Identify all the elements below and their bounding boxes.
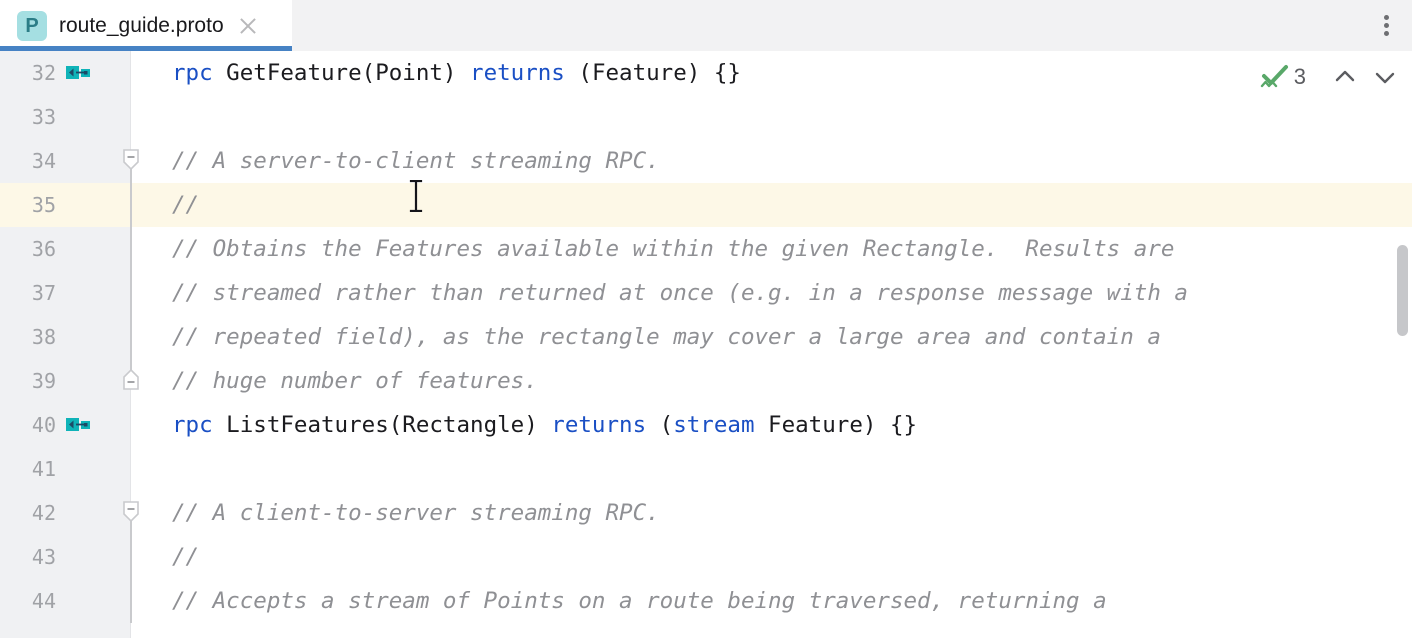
line-number: 34 xyxy=(31,149,56,173)
comment-token: // Accepts a stream of Points on a route… xyxy=(172,588,1107,614)
implemented-method-icon[interactable] xyxy=(66,64,90,82)
code-line-41[interactable]: 41 xyxy=(0,447,1412,491)
line-number: 43 xyxy=(31,545,56,569)
fold-connector xyxy=(130,159,132,183)
fold-connector xyxy=(130,315,132,359)
keyword-token: rpc xyxy=(172,60,213,86)
editor-tab-route-guide-proto[interactable]: P route_guide.proto xyxy=(0,0,292,51)
comment-token: // xyxy=(172,544,200,570)
comment-token: // A server-to-client streaming RPC. xyxy=(172,148,660,174)
editor-tab-bar: P route_guide.proto xyxy=(0,0,1412,51)
inspection-widget[interactable]: 3 xyxy=(1259,60,1402,94)
code-text[interactable]: // A server-to-client streaming RPC. xyxy=(172,139,660,183)
line-number: 38 xyxy=(31,325,56,349)
code-text[interactable]: // repeated field), as the rectangle may… xyxy=(172,315,1161,359)
comment-token: // repeated field), as the rectangle may… xyxy=(172,324,1161,350)
code-fold-column[interactable] xyxy=(120,359,142,403)
code-fold-column[interactable] xyxy=(120,139,142,183)
comment-token: // Obtains the Features available within… xyxy=(172,236,1175,262)
code-token: Feature) {} xyxy=(754,412,918,438)
line-number: 44 xyxy=(31,589,56,613)
line-number: 32 xyxy=(31,61,56,85)
tab-title: route_guide.proto xyxy=(59,13,224,37)
code-fold-column[interactable] xyxy=(120,227,142,271)
dot-3 xyxy=(1384,31,1389,36)
code-line-32[interactable]: 32 rpc GetFeature(Point) returns (Feature… xyxy=(0,51,1412,95)
problem-count: 3 xyxy=(1293,64,1306,89)
code-text[interactable]: // huge number of features. xyxy=(172,359,538,403)
code-line-37[interactable]: 37 // streamed rather than returned at on… xyxy=(0,271,1412,315)
fold-connector xyxy=(130,535,132,579)
code-text[interactable]: // streamed rather than returned at once… xyxy=(172,271,1188,315)
code-line-36[interactable]: 36 // Obtains the Features available with… xyxy=(0,227,1412,271)
fold-connector xyxy=(130,183,132,227)
comment-token: // A client-to-server streaming RPC. xyxy=(172,500,660,526)
code-token: GetFeature(Point) xyxy=(212,60,471,86)
code-text[interactable]: // Obtains the Features available within… xyxy=(172,227,1174,271)
comment-token: // xyxy=(172,192,200,218)
chevron-down-icon[interactable] xyxy=(1368,60,1402,94)
code-line-38[interactable]: 38 // repeated field), as the rectangle m… xyxy=(0,315,1412,359)
code-fold-column[interactable] xyxy=(120,535,142,579)
implemented-method-icon[interactable] xyxy=(66,416,90,434)
code-line-40[interactable]: 40 rpc ListFeatures(Rectangle) returns (s… xyxy=(0,403,1412,447)
editor-scrollbar[interactable] xyxy=(1397,51,1412,638)
line-number: 41 xyxy=(31,457,56,481)
code-token: ( xyxy=(646,412,674,438)
keyword-token: returns xyxy=(551,412,647,438)
code-fold-column[interactable] xyxy=(120,579,142,623)
line-number: 36 xyxy=(31,237,56,261)
code-token: ListFeatures(Rectangle) xyxy=(212,412,552,438)
code-fold-column[interactable] xyxy=(120,491,142,535)
line-number: 42 xyxy=(31,501,56,525)
code-line-34[interactable]: 34 // A server-to-client streaming RPC. xyxy=(0,139,1412,183)
code-token: (Feature) {} xyxy=(564,60,741,86)
code-line-35[interactable]: 35 // xyxy=(0,183,1412,227)
code-line-42[interactable]: 42 // A client-to-server streaming RPC. xyxy=(0,491,1412,535)
code-text[interactable]: rpc ListFeatures(Rectangle) returns (str… xyxy=(172,403,917,447)
line-number: 33 xyxy=(31,105,56,129)
scrollbar-thumb[interactable] xyxy=(1397,245,1408,336)
line-number: 39 xyxy=(31,369,56,393)
code-line-39[interactable]: 39 // huge number of features. xyxy=(0,359,1412,403)
line-number: 40 xyxy=(31,413,56,437)
more-options-icon[interactable] xyxy=(1371,10,1401,40)
fold-connector xyxy=(130,511,132,535)
keyword-token: returns xyxy=(470,60,565,86)
line-number: 37 xyxy=(31,281,56,305)
code-line-44[interactable]: 44 // Accepts a stream of Points on a rou… xyxy=(0,579,1412,623)
code-text[interactable]: rpc GetFeature(Point) returns (Feature) … xyxy=(172,51,741,95)
comment-token: // huge number of features. xyxy=(172,368,538,394)
line-number: 35 xyxy=(31,193,56,217)
code-line-43[interactable]: 43 // xyxy=(0,535,1412,579)
keyword-token: rpc xyxy=(172,412,213,438)
comment-token: // streamed rather than returned at once… xyxy=(172,280,1188,306)
fold-connector xyxy=(130,271,132,315)
code-text[interactable]: // xyxy=(172,183,199,227)
code-fold-column[interactable] xyxy=(120,315,142,359)
code-text[interactable]: // A client-to-server streaming RPC. xyxy=(172,491,660,535)
keyword-token: stream xyxy=(673,412,755,438)
chevron-up-icon[interactable] xyxy=(1328,60,1362,94)
fold-connector xyxy=(130,579,132,623)
proto-file-icon: P xyxy=(17,10,47,41)
tab-active-underline xyxy=(0,46,292,51)
code-fold-column[interactable] xyxy=(120,271,142,315)
dot-2 xyxy=(1384,23,1389,28)
editor-gutter xyxy=(0,51,131,638)
dot-1 xyxy=(1384,15,1389,20)
current-line-highlight xyxy=(0,183,1412,227)
code-fold-column[interactable] xyxy=(120,183,142,227)
fold-connector xyxy=(130,359,132,373)
code-text[interactable]: // Accepts a stream of Points on a route… xyxy=(172,579,1107,623)
code-text[interactable]: // xyxy=(172,535,199,579)
code-line-33[interactable]: 33 xyxy=(0,95,1412,139)
fold-connector xyxy=(130,227,132,271)
green-check-icon[interactable] xyxy=(1259,61,1291,93)
close-icon[interactable] xyxy=(236,14,260,38)
